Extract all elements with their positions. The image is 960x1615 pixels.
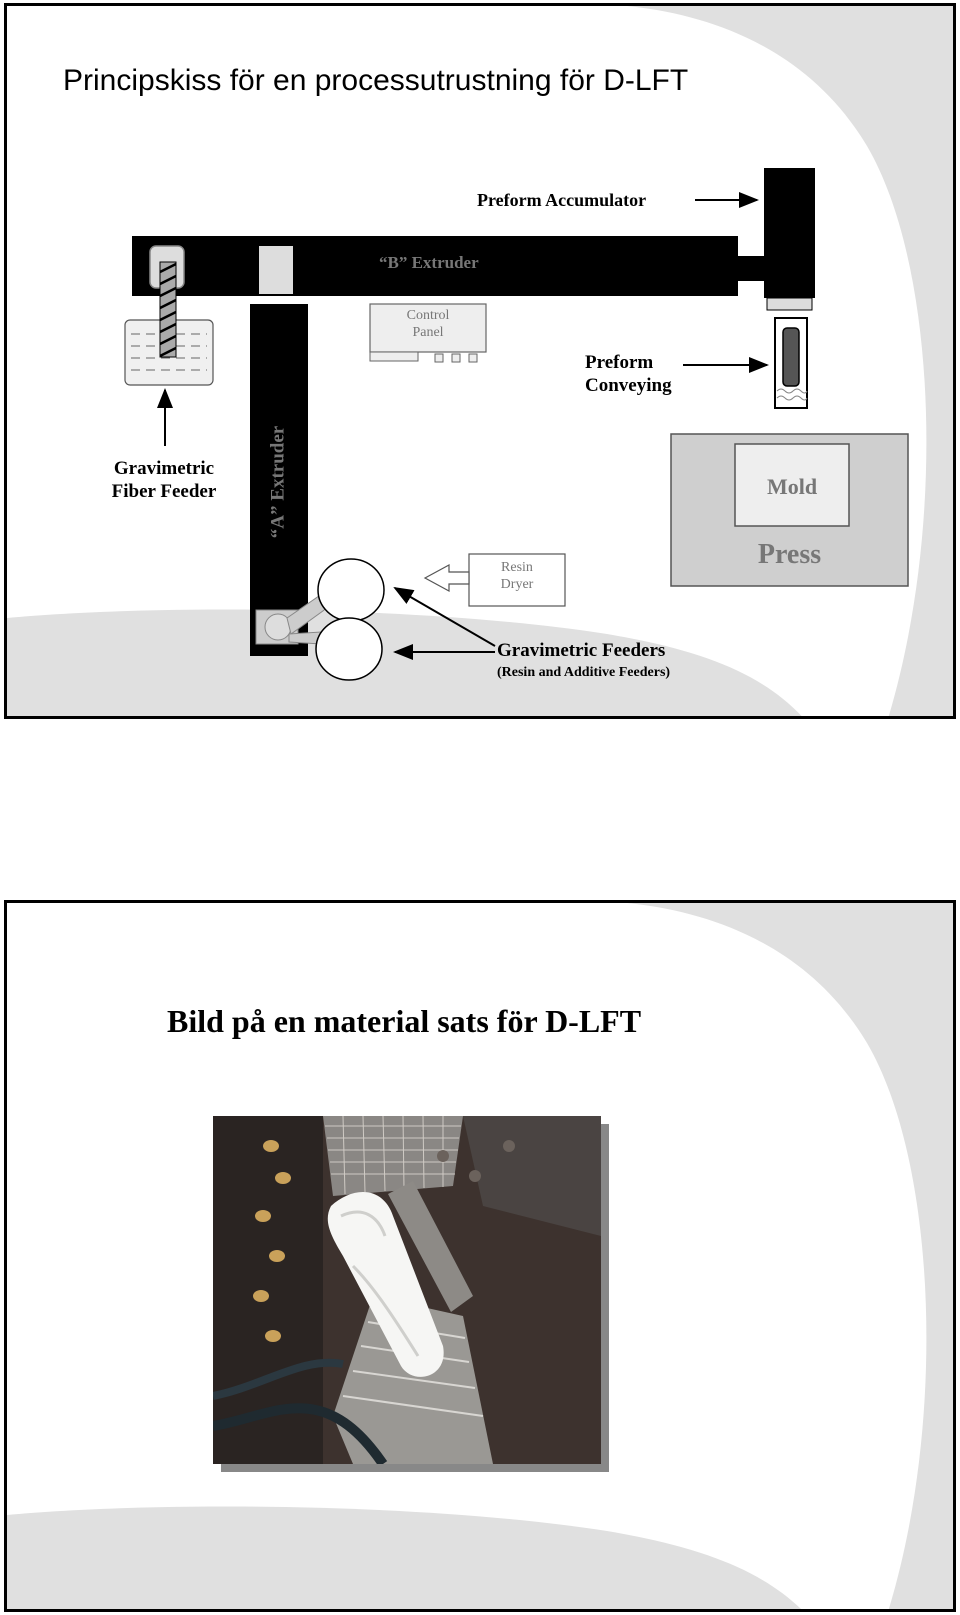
label-control-panel: Control Panel xyxy=(370,308,486,342)
label-a-extruder: “A” Extruder xyxy=(267,425,289,539)
material-batch-photo xyxy=(213,1116,609,1472)
fiber-feeder-screw xyxy=(124,245,214,386)
label-fiber-feeder-line2: Fiber Feeder xyxy=(111,480,217,502)
label-control-panel-line2: Panel xyxy=(412,324,444,340)
process-diagram xyxy=(124,168,909,681)
a-extruder-bar xyxy=(250,246,328,656)
label-preform-conveying-line2: Conveying xyxy=(585,374,672,396)
label-resin-dryer-line1: Resin xyxy=(501,560,533,575)
b-extruder-bar xyxy=(132,168,815,311)
label-resin-dryer-line2: Dryer xyxy=(500,576,534,592)
slide-material-photo: Bild på en material sats för D-LFT xyxy=(4,900,956,1612)
preform-conveyor xyxy=(774,317,808,409)
control-panel-box xyxy=(369,303,487,363)
label-gravimetric-feeders-sub: (Resin and Additive Feeders) xyxy=(497,665,671,680)
press-mold xyxy=(670,433,909,587)
label-preform-conveying-line1: Preform xyxy=(585,352,654,373)
label-preform-accumulator: Preform Accumulator xyxy=(477,190,647,210)
photo-image xyxy=(213,1116,601,1464)
label-fiber-feeder-line1: Gravimetric xyxy=(113,458,215,479)
feeder-circle-upper xyxy=(317,558,385,622)
label-gravimetric-fiber-feeder: Gravimetric Fiber Feeder xyxy=(91,458,237,504)
slide-process-diagram: Principskiss för en processutrustning fö… xyxy=(4,3,956,719)
resin-dryer xyxy=(423,553,566,607)
slide-title: Principskiss för en processutrustning fö… xyxy=(63,64,689,97)
slide-background xyxy=(7,6,953,716)
slide-background xyxy=(7,903,953,1609)
label-gravimetric-feeders: Gravimetric Feeders xyxy=(497,640,666,661)
label-mold: Mold xyxy=(766,474,818,499)
slide-title: Bild på en material sats för D-LFT xyxy=(167,1003,642,1039)
label-resin-dryer: Resin Dryer xyxy=(469,560,565,594)
photo-illustration xyxy=(213,1116,601,1464)
label-b-extruder: “B” Extruder xyxy=(379,253,479,272)
label-press: Press xyxy=(757,539,822,570)
arrow-to-upper-feeder xyxy=(393,586,496,647)
label-control-panel-line1: Control xyxy=(406,308,450,323)
label-preform-conveying: Preform Conveying xyxy=(585,352,672,398)
feeder-circle-lower xyxy=(315,617,383,681)
